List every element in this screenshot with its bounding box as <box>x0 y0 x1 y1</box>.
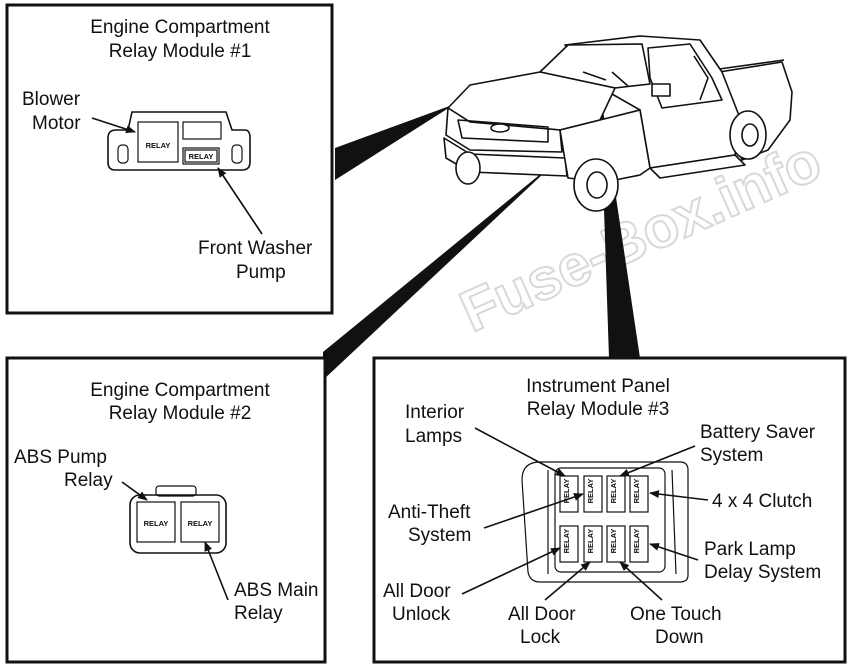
svg-text:RELAY: RELAY <box>609 479 618 504</box>
module-3-title-line1: Instrument Panel <box>526 376 670 397</box>
relay-module-3: RELAY RELAY RELAY RELAY RELAY RELAY RELA… <box>521 461 689 583</box>
relay-4x4-clutch <box>629 475 649 513</box>
relay-park-lamp-delay <box>629 525 649 563</box>
svg-text:RELAY: RELAY <box>189 152 214 161</box>
svg-text:RELAY: RELAY <box>586 529 595 554</box>
relay-all-door-lock <box>583 525 603 563</box>
module-2-panel <box>5 356 327 664</box>
svg-text:RELAY: RELAY <box>632 529 641 554</box>
svg-text:RELAY: RELAY <box>144 519 169 528</box>
arrow-all-door-unlock <box>461 547 561 595</box>
arrow-front-washer <box>217 167 263 235</box>
label-antitheft-line2: System <box>408 525 471 546</box>
svg-text:RELAY: RELAY <box>146 141 171 150</box>
arrow-abs-pump <box>121 481 148 501</box>
relay-abs-main <box>180 501 220 543</box>
arrow-blower-motor <box>91 117 136 134</box>
module-1-panel <box>5 3 334 315</box>
svg-text:RELAY: RELAY <box>586 479 595 504</box>
arrow-anti-theft <box>483 493 584 529</box>
svg-text:RELAY: RELAY <box>609 529 618 554</box>
label-interior-line2: Lamps <box>405 426 462 447</box>
relay-all-door-unlock <box>559 525 579 563</box>
arrow-interior-lamps <box>474 427 566 477</box>
label-4x4-clutch: 4 x 4 Clutch <box>712 491 812 512</box>
arrow-abs-main <box>204 541 229 601</box>
truck-illustration <box>443 35 793 212</box>
label-antitheft-line1: Anti-Theft <box>388 502 471 523</box>
module-2-title-line2: Relay Module #2 <box>109 403 252 424</box>
module-3-panel <box>372 356 847 664</box>
arrow-all-door-lock <box>544 561 591 601</box>
label-park-line2: Delay System <box>704 562 821 583</box>
label-touch-line1: One Touch <box>630 604 722 625</box>
label-park-line1: Park Lamp <box>704 539 796 560</box>
label-washer-line2: Pump <box>236 262 286 283</box>
arrow-battery-saver <box>619 445 696 477</box>
label-unlock-line1: All Door <box>383 581 451 602</box>
relay-front-washer-pump <box>182 147 220 165</box>
label-unlock-line2: Unlock <box>392 604 451 625</box>
arrow-park-lamp <box>649 543 699 561</box>
label-blower-line2: Motor <box>32 113 81 134</box>
arrow-4x4-clutch <box>649 490 709 501</box>
label-abs-main-line2: Relay <box>234 603 283 624</box>
label-lock-line2: Lock <box>520 627 561 648</box>
svg-text:RELAY: RELAY <box>562 479 571 504</box>
relay-module-2: RELAY RELAY <box>129 485 227 554</box>
module-1-title-line2: Relay Module #1 <box>109 41 252 62</box>
label-abs-main-line1: ABS Main <box>234 580 318 601</box>
svg-text:RELAY: RELAY <box>562 529 571 554</box>
label-battery-line2: System <box>700 445 763 466</box>
label-interior-line1: Interior <box>405 402 465 423</box>
label-blower-line1: Blower <box>22 89 81 110</box>
module-3-title-line2: Relay Module #3 <box>527 399 670 420</box>
label-abs-pump-line1: ABS Pump <box>14 447 107 468</box>
svg-text:RELAY: RELAY <box>188 519 213 528</box>
relay-blower-motor <box>137 121 179 163</box>
label-washer-line1: Front Washer <box>198 238 313 259</box>
wedge-module-1 <box>335 104 455 180</box>
module-3-arrows <box>461 427 709 601</box>
wedge-module-2 <box>323 158 560 380</box>
relay-module-1: RELAY RELAY <box>107 111 251 171</box>
label-lock-line1: All Door <box>508 604 576 625</box>
module-1-title-line1: Engine Compartment <box>90 17 270 38</box>
relay-anti-theft <box>583 475 603 513</box>
svg-text:RELAY: RELAY <box>632 479 641 504</box>
relay-one-touch-down <box>606 525 626 563</box>
arrow-one-touch-down <box>619 561 663 601</box>
relay-abs-pump <box>136 501 176 543</box>
relay-battery-saver <box>606 475 626 513</box>
label-abs-pump-line2: Relay <box>64 470 113 491</box>
label-battery-line1: Battery Saver <box>700 422 816 443</box>
module-2-title-line1: Engine Compartment <box>90 380 270 401</box>
label-touch-line2: Down <box>655 627 704 648</box>
